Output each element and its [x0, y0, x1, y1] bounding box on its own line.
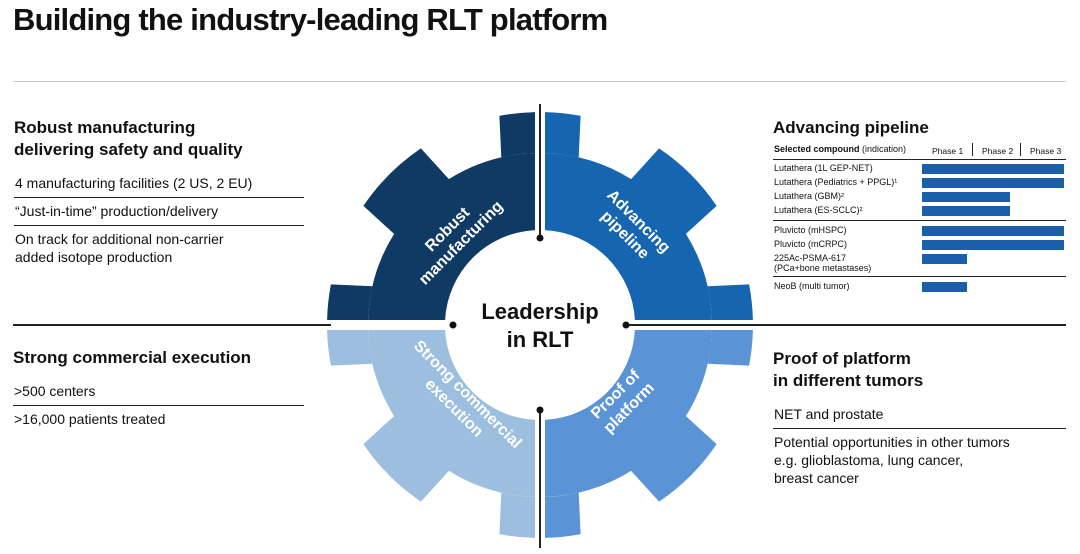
- proof-heading-line: in different tumors: [773, 371, 924, 390]
- selected-compound-label: Selected compound: [774, 144, 860, 154]
- phase-separator: [1020, 143, 1021, 156]
- pipeline-section: Advancing pipeline: [773, 117, 1065, 139]
- proof-heading-line: Proof of platform: [773, 349, 911, 368]
- pipeline-compound-text: (PCa+bone metastases): [774, 263, 872, 273]
- pipeline-compound: Pluvicto (mHSPC): [774, 225, 847, 235]
- item-text: breast cancer: [774, 470, 859, 486]
- divider-right: [625, 324, 1066, 326]
- pipeline-compound: 225Ac-PSMA-617(PCa+bone metastases): [774, 253, 871, 273]
- item-text: 4 manufacturing facilities (2 US, 2 EU): [15, 175, 253, 191]
- proof-item: NET and prostate: [773, 401, 1066, 428]
- title-divider: [13, 81, 1066, 82]
- pipeline-header-rule: [773, 159, 1066, 160]
- pipeline-compound-text: Lutathera (1L GEP-NET): [774, 163, 873, 173]
- pipeline-heading: Advancing pipeline: [773, 118, 929, 137]
- item-text: NET and prostate: [774, 406, 884, 422]
- gear-tooth-robust: [499, 112, 535, 158]
- pipeline-phase-bar: [922, 282, 967, 292]
- manufacturing-heading-line: delivering safety and quality: [14, 140, 243, 159]
- gear-segment-robust: [363, 148, 535, 320]
- pipeline-phase-bar: [922, 240, 1064, 250]
- manufacturing-heading-line: Robust manufacturing: [14, 118, 196, 137]
- manufacturing-item: On track for additional non-carrier adde…: [14, 225, 304, 271]
- pipeline-phase-bar: [922, 164, 1064, 174]
- pipeline-group-rule: [773, 220, 1066, 221]
- pipeline-compound: Lutathera (Pediatrics + PPGL)¹: [774, 177, 897, 187]
- item-text: >500 centers: [14, 383, 96, 399]
- pipeline-phase-bar: [922, 206, 1010, 216]
- phase-header: Phase 2: [982, 146, 1014, 156]
- pipeline-compound: Pluvicto (mCRPC): [774, 239, 847, 249]
- pipeline-compound: Lutathera (1L GEP-NET): [774, 163, 873, 173]
- phase-separator: [972, 143, 973, 156]
- axis-dot: [622, 321, 630, 329]
- proof-heading: Proof of platform in different tumors: [773, 348, 1066, 392]
- commercial-heading: Strong commercial execution: [13, 348, 252, 367]
- pipeline-compound-text: Lutathera (ES-SCLC)²: [774, 205, 863, 215]
- indication-label: (indication): [862, 144, 907, 154]
- item-text: >16,000 patients treated: [14, 411, 166, 427]
- axis-dot: [449, 321, 457, 329]
- commercial-item: >16,000 patients treated: [13, 405, 304, 433]
- pipeline-compound-text: Lutathera (Pediatrics + PPGL)¹: [774, 177, 898, 187]
- manufacturing-section: Robust manufacturing delivering safety a…: [14, 117, 304, 271]
- pipeline-compound-text: Lutathera (GBM)²: [774, 191, 845, 201]
- pipeline-compound: NeoB (multi tumor): [774, 281, 850, 291]
- gear-segment-pipeline: [545, 148, 717, 320]
- manufacturing-item: 4 manufacturing facilities (2 US, 2 EU): [14, 170, 304, 197]
- gear-tooth-pipeline: [707, 284, 753, 320]
- proof-item: Potential opportunities in other tumors …: [773, 428, 1066, 492]
- gear-tooth-commercial: [499, 492, 535, 538]
- axis-dot: [536, 234, 544, 242]
- manufacturing-item: “Just-in-time” production/delivery: [14, 197, 304, 225]
- gear-tooth-proof: [707, 330, 753, 366]
- pipeline-phase-bar: [922, 178, 1064, 188]
- gear-tooth-pipeline: [545, 112, 581, 158]
- axis-dot: [536, 406, 544, 414]
- pipeline-compound: Lutathera (GBM)²: [774, 191, 844, 201]
- pipeline-phase-bar: [922, 254, 967, 264]
- gear-tooth-commercial: [327, 330, 373, 366]
- pipeline-compound-text: 225Ac-PSMA-617: [774, 253, 847, 263]
- pipeline-group-rule: [773, 276, 1066, 277]
- item-text: “Just-in-time” production/delivery: [15, 203, 219, 219]
- proof-section: Proof of platform in different tumors NE…: [773, 348, 1066, 492]
- pipeline-compound-text: Pluvicto (mCRPC): [774, 239, 848, 249]
- manufacturing-heading: Robust manufacturing delivering safety a…: [14, 117, 304, 161]
- pipeline-compound-text: Pluvicto (mHSPC): [774, 225, 847, 235]
- phase-header: Phase 3: [1030, 146, 1062, 156]
- gear-segment-proof: [545, 330, 717, 502]
- item-text: On track for additional non-carrier: [15, 231, 224, 247]
- item-text: e.g. glioblastoma, lung cancer,: [774, 452, 964, 468]
- pipeline-column-header: Selected compound (indication): [774, 144, 906, 154]
- phase-header: Phase 1: [932, 146, 964, 156]
- commercial-item: >500 centers: [13, 378, 304, 405]
- commercial-section: Strong commercial execution >500 centers…: [13, 347, 304, 433]
- pipeline-phase-bar: [922, 192, 1010, 202]
- divider-left: [13, 324, 331, 326]
- page-title: Building the industry-leading RLT platfo…: [13, 2, 608, 37]
- pipeline-phase-bar: [922, 226, 1064, 236]
- pipeline-compound: Lutathera (ES-SCLC)²: [774, 205, 863, 215]
- item-text: added isotope production: [15, 249, 173, 265]
- pipeline-compound-text: NeoB (multi tumor): [774, 281, 850, 291]
- gear-tooth-proof: [545, 492, 581, 538]
- item-text: Potential opportunities in other tumors: [774, 434, 1010, 450]
- gear-tooth-robust: [327, 284, 373, 320]
- gear-segment-commercial: [363, 330, 535, 502]
